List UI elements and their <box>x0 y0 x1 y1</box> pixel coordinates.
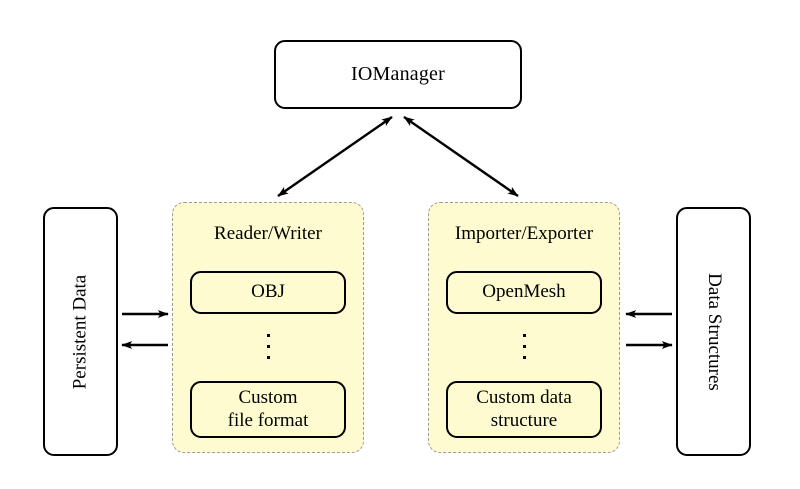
dot-icon <box>522 344 526 348</box>
ellipsis-importer-exporter <box>429 323 619 369</box>
ellipsis-reader-writer <box>173 323 363 369</box>
iomanager-label: IOManager <box>351 63 445 85</box>
dot-icon <box>266 344 270 348</box>
persistent-data-label: Persistent Data <box>69 274 91 389</box>
module-openmesh-label: OpenMesh <box>482 281 566 303</box>
dot-icon <box>266 355 270 359</box>
dot-icon <box>266 333 270 337</box>
module-custom-file-format-line1: Custom <box>238 387 298 409</box>
module-custom-file-format-line2: file format <box>227 409 309 431</box>
module-obj[interactable]: OBJ <box>190 271 346 314</box>
module-obj-label: OBJ <box>251 281 285 303</box>
data-structures-label: Data Structures <box>703 272 725 391</box>
panel-reader-writer[interactable]: Reader/Writer OBJ Custom file format <box>172 202 364 453</box>
panel-reader-writer-title: Reader/Writer <box>214 223 322 244</box>
iomanager-box[interactable]: IOManager <box>274 40 522 109</box>
module-custom-data-structure-label: Custom data structure <box>476 387 572 432</box>
connector-manager-importer-exporter <box>403 116 519 197</box>
module-custom-file-format-label: Custom file format <box>228 387 309 432</box>
module-custom-data-structure-line1: Custom data <box>476 387 572 409</box>
module-openmesh[interactable]: OpenMesh <box>446 271 602 314</box>
persistent-data-box[interactable]: Persistent Data <box>43 207 118 456</box>
module-custom-data-structure-line2: structure <box>490 409 558 431</box>
panel-importer-exporter[interactable]: Importer/Exporter OpenMesh Custom data s… <box>428 202 620 453</box>
module-custom-data-structure[interactable]: Custom data structure <box>446 381 602 438</box>
dot-icon <box>522 355 526 359</box>
module-custom-file-format[interactable]: Custom file format <box>190 381 346 438</box>
connector-manager-reader-writer <box>277 116 393 197</box>
dot-icon <box>522 333 526 337</box>
panel-importer-exporter-title: Importer/Exporter <box>454 223 594 244</box>
data-structures-box[interactable]: Data Structures <box>676 207 751 456</box>
